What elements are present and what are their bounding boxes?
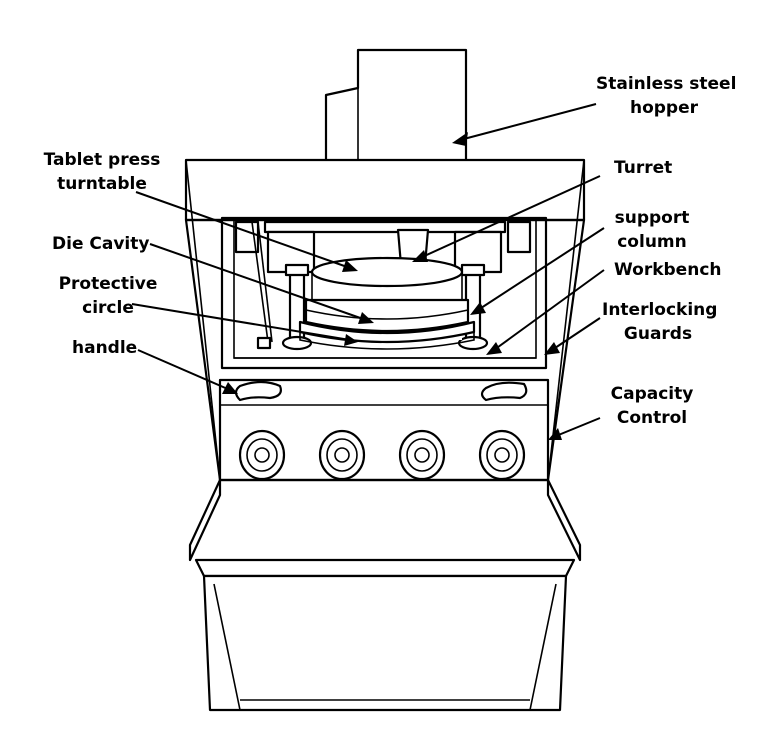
label-protective-circle: Protective circle bbox=[58, 274, 158, 318]
label-turntable: Tablet press turntable bbox=[43, 150, 161, 194]
handles bbox=[234, 380, 528, 402]
knob bbox=[478, 429, 526, 481]
label-support-column: support column bbox=[614, 208, 690, 252]
support-columns bbox=[281, 263, 489, 351]
guard-window bbox=[220, 216, 548, 370]
label-die-cavity: Die Cavity bbox=[52, 234, 150, 254]
lower-side-panels bbox=[188, 478, 582, 562]
label-capacity-control: Capacity Control bbox=[610, 384, 694, 428]
label-workbench: Workbench bbox=[614, 260, 722, 280]
knob bbox=[238, 429, 286, 481]
machine-head bbox=[184, 158, 586, 222]
label-handle: handle bbox=[72, 338, 138, 358]
label-hopper: Stainless steel hopper bbox=[596, 74, 737, 118]
leader-lines bbox=[131, 103, 605, 440]
lower-cabinet bbox=[194, 558, 576, 712]
hopper bbox=[324, 48, 468, 164]
knob bbox=[398, 429, 446, 481]
capacity-control-knobs bbox=[238, 429, 526, 481]
label-interlocking-guards: Interlocking Guards bbox=[602, 300, 718, 344]
knob bbox=[318, 429, 366, 481]
label-turret: Turret bbox=[614, 158, 673, 178]
